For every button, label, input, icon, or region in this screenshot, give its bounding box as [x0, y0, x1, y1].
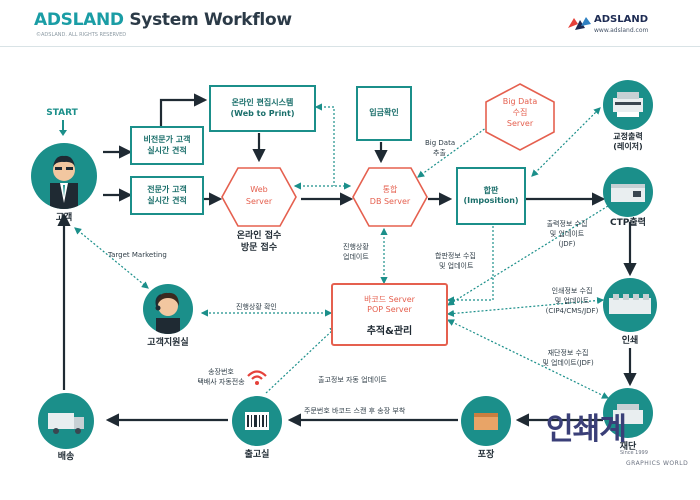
imposition-line2: (Imposition) [463, 196, 519, 205]
package-box-icon [461, 396, 511, 446]
ctp-machine-icon [603, 167, 653, 217]
barcode-line2: POP Server [367, 305, 412, 314]
watermark-since: Since 1999 [620, 450, 648, 456]
watermark-main: 인쇄계 [546, 412, 627, 447]
db-server-line2: DB Server [369, 197, 411, 206]
start-label: START [46, 108, 78, 118]
bigdata-line3: Server [506, 119, 534, 128]
non-expert-line1: 비전문가 고객 [143, 135, 191, 145]
bigdata-line1: Big Data [502, 97, 538, 106]
imposition-update-note-line2: 및 업데이트 [439, 262, 474, 270]
start-arrow-icon [59, 120, 67, 136]
barcode-pop-server-box[interactable]: 바코드 Server POP Server 추적&관리 [331, 283, 448, 346]
title-brand: ADSLAND [34, 10, 124, 30]
support-label: 고객지원실 [147, 338, 189, 348]
copyright-text: ©ADSLAND. ALL RIGHTS RESERVED [36, 32, 127, 38]
cut-update-note-line2: 및 업데이트(JDF) [542, 359, 594, 367]
customer-avatar-icon [31, 143, 97, 209]
expert-line2: 실시간 견적 [147, 195, 187, 205]
non-expert-line2: 실시간 견적 [147, 145, 187, 155]
wifi-icon [247, 370, 267, 385]
web-server-line2: Server [245, 197, 273, 206]
cut-update-note-line1: 재단정보 수집 [547, 349, 589, 357]
barcode-line3: 추적&관리 [366, 326, 413, 337]
cut-label: 재단 [619, 442, 637, 452]
output-update-note-line1: 출력정보 수집 [546, 220, 588, 228]
order-scan-note: 주문번호 바코드 스캔 후 송장 부착 [304, 407, 406, 415]
bigdata-extract-note-line2: 추출 [433, 149, 446, 157]
imposition-line1: 합판 [483, 185, 499, 195]
progress-update-note-line2: 업데이트 [343, 253, 369, 261]
output-update-note-line3: (JDF) [558, 240, 576, 248]
web-to-print-line2: (Web to Print) [230, 108, 295, 118]
bigdata-server-node[interactable]: Big Data 수집 Server [484, 82, 556, 152]
printing-press-icon [603, 278, 657, 332]
db-server-hexagon-icon [352, 167, 428, 227]
output-update-note-line2: 및 업데이트 [549, 230, 585, 238]
db-server-node[interactable]: 통합 DB Server [351, 166, 429, 228]
bigdata-hexagon-icon [485, 83, 555, 151]
barcode-line1: 바코드 Server [364, 295, 415, 304]
ink-update-note-line2: 및 업데이트 [554, 297, 590, 305]
target-marketing-note: Target Marketing [108, 251, 167, 259]
ctp-label: CTP출력 [610, 218, 646, 228]
proof-label-line1: 교정출력 [613, 132, 643, 141]
watermark-brand: GRAPHICS WORLD [626, 460, 689, 467]
web-to-print-box[interactable]: 온라인 편집시스템(Web to Print) [209, 85, 316, 132]
progress-update-note-line1: 진행상황 [343, 243, 369, 251]
print-label: 인쇄 [621, 336, 639, 346]
logo-name: ADSLAND [594, 14, 649, 25]
payment-label: 입금확인 [369, 108, 399, 118]
barcode-scanner-icon [232, 396, 282, 446]
customer-label: 고객 [55, 213, 73, 223]
shipping-room-label: 출고실 [244, 450, 270, 460]
imposition-update-note-line1: 합판정보 수집 [435, 252, 476, 260]
cutting-machine-icon [603, 388, 653, 438]
proof-label-line2: (레이저) [613, 142, 643, 151]
web-server-caption-line1: 온라인 접수 [236, 231, 282, 241]
logo-url: www.adsland.com [594, 27, 649, 34]
web-server-node[interactable]: Web Server [220, 166, 298, 228]
page-title: ADSLAND System Workflow [34, 10, 292, 30]
packaging-label: 포장 [477, 450, 495, 460]
invoice-send-note-line1: 송장번호 [208, 368, 234, 376]
web-server-caption-line2: 방문 접수 [240, 243, 278, 253]
bigdata-extract-note-line1: Big Data [425, 139, 456, 147]
web-to-print-line1: 온라인 편집시스템 [231, 98, 294, 108]
bigdata-line2: 수집 [512, 108, 528, 117]
expert-line1: 전문가 고객 [147, 185, 187, 195]
ink-update-note-line3: (CIP4/CMS/JDF) [545, 307, 599, 315]
delivery-label: 배송 [57, 452, 75, 462]
web-server-hexagon-icon [221, 167, 297, 227]
support-agent-icon [143, 284, 193, 334]
progress-check-note: 진행상황 확인 [236, 303, 277, 311]
invoice-send-note-line2: 택배사 자동전송 [197, 378, 245, 386]
header: ADSLAND System Workflow ©ADSLAND. ALL RI… [0, 0, 700, 47]
imposition-box[interactable]: 합판(Imposition) [456, 167, 526, 225]
header-divider [0, 46, 700, 47]
web-server-line1: Web [250, 185, 268, 194]
graphics-world-watermark: 인쇄계 Since 1999 GRAPHICS WORLD [532, 390, 692, 490]
logo-mark-icon [568, 17, 591, 30]
ink-update-note-line1: 인쇄정보 수집 [551, 287, 593, 295]
shipping-update-note: 출고정보 자동 업데이트 [318, 376, 387, 384]
delivery-truck-icon [38, 393, 94, 449]
proof-printer-icon [603, 80, 653, 130]
title-rest: System Workflow [123, 10, 292, 30]
adsland-logo: ADSLAND www.adsland.com [566, 12, 676, 38]
payment-check-box[interactable]: 입금확인 [356, 86, 412, 141]
db-server-line1: 통합 [382, 185, 398, 194]
